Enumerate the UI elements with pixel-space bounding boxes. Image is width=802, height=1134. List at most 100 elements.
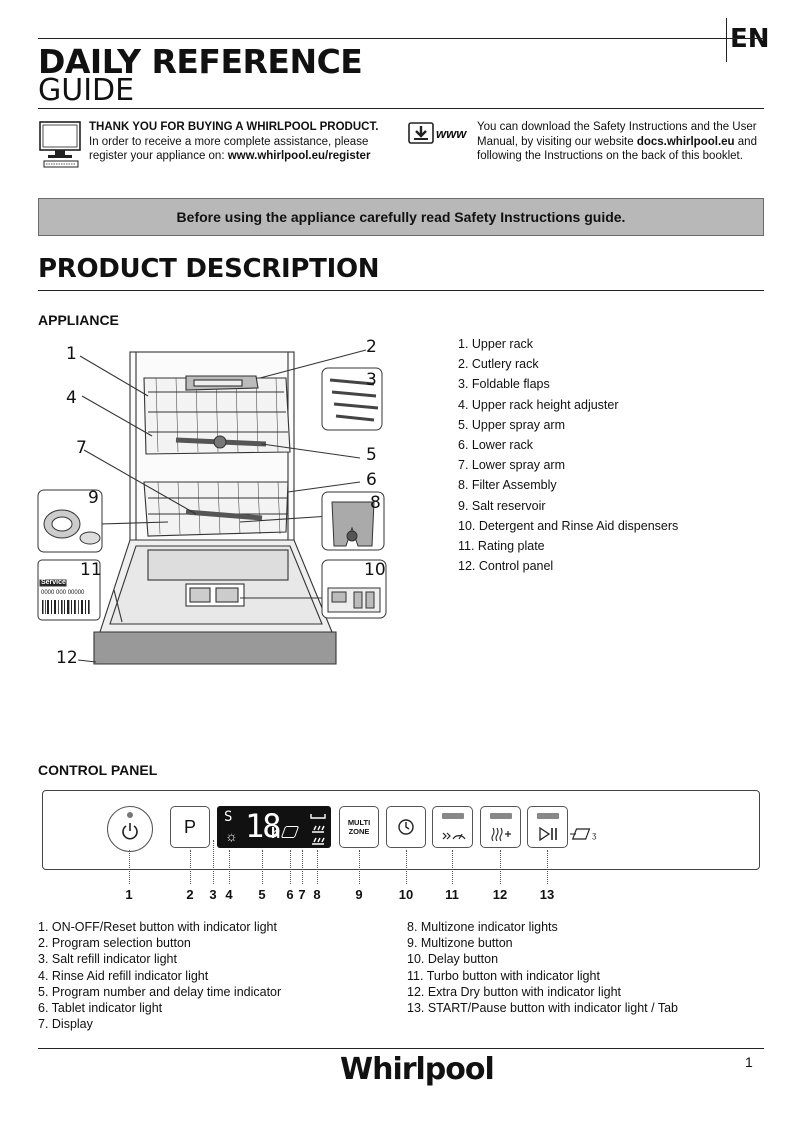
list-item: 13. START/Pause button with indicator li… [407,1000,678,1015]
multizone-label-1: MULTI [347,818,371,827]
panel-number-9: 9 [355,887,363,902]
list-item: 3. Foldable flaps [458,377,550,392]
leader-3 [213,840,214,884]
list-item: 7. Display [38,1017,93,1032]
list-item: 5. Program number and delay time indicat… [38,984,282,999]
page-number: 1 [745,1054,753,1070]
rating-plate-service: Service: [41,579,69,586]
leader-5 [262,850,263,884]
delay-button[interactable] [386,806,426,848]
program-digits: 18 [245,807,282,845]
language-label: EN [730,24,770,54]
list-item: 4. Upper rack height adjuster [458,397,619,412]
callout-12: 12 [56,648,78,668]
list-item: 10. Detergent and Rinse Aid dispensers [458,518,679,533]
appliance-heading: APPLIANCE [38,312,119,328]
control-list-left: 1. ON-OFF/Reset button with indicator li… [38,919,281,1032]
power-indicator-light [127,812,133,818]
panel-number-11: 11 [445,887,459,902]
play-pause-icon [539,827,557,841]
leader-4 [229,850,230,884]
leader-8 [317,850,318,884]
www-label: www [436,125,467,141]
leader-6 [290,850,291,884]
list-item: 12. Control panel [458,559,554,574]
list-item: 11. Turbo button with indicator light [407,968,600,983]
callout-11: 11 [80,560,102,580]
section-title: PRODUCT DESCRIPTION [38,254,380,284]
list-item: 9. Multizone button [407,936,513,951]
turbo-button[interactable] [432,806,473,848]
appliance-parts-list: 1. Upper rack 2. Cutlery rack 3. Foldabl… [458,334,678,576]
callout-1: 1 [66,344,77,364]
display: S ☼ 18 h [217,806,331,848]
callout-5: 5 [366,445,377,465]
leader-12 [500,850,501,884]
callout-10: 10 [364,560,386,580]
list-item: 8. Filter Assembly [458,478,557,493]
intro-left-line3: register your appliance on: www.whirlpoo… [89,149,399,164]
intro-right-line2: Manual, by visiting our website docs.whi… [477,135,767,150]
intro-right-line3: following the Instructions on the back o… [477,150,743,162]
program-button[interactable]: P [170,806,210,848]
extra-dry-icon [491,827,511,842]
intro-left-heading: THANK YOU FOR BUYING A WHIRLPOOL PRODUCT… [89,121,379,133]
list-item: 8. Multizone indicator lights [407,920,558,934]
list-item: 4. Rinse Aid refill indicator light [38,968,209,983]
start-pause-button[interactable] [527,806,568,848]
panel-number-7: 7 [298,887,306,902]
power-button[interactable] [107,806,153,852]
intro-right: You can download the Safety Instructions… [477,120,767,164]
register-link[interactable]: www.whirlpool.eu/register [227,150,371,162]
list-item: 12. Extra Dry button with indicator ligh… [407,984,621,999]
list-item: 6. Tablet indicator light [38,1000,163,1015]
list-item: 10. Delay button [407,952,499,967]
download-icon: www [408,122,466,144]
leader-13 [547,850,548,884]
panel-number-6: 6 [286,887,294,902]
title-line1: DAILY REFERENCE [38,42,363,81]
panel-number-10: 10 [398,887,414,902]
top-rule [38,38,726,39]
docs-link[interactable]: docs.whirlpool.eu [636,135,735,148]
list-item: 1. ON-OFF/Reset button with indicator li… [38,920,277,934]
turbo-indicator-light [441,813,464,819]
intro-right-line1: You can download the Safety Instructions… [477,121,757,133]
extra-dry-button[interactable] [480,806,521,848]
monitor-icon [38,120,84,175]
delay-icon [398,819,414,835]
list-item: 9. Salt reservoir [458,498,546,513]
extra-dry-indicator-light [489,813,512,819]
list-item: 7. Lower spray arm [458,458,565,473]
top-rule-right [726,38,764,39]
panel-number-8: 8 [313,887,321,902]
intro-right-line2-suffix: and [734,135,757,148]
intro-left-line2: In order to receive a more complete assi… [89,135,369,148]
multizone-button[interactable]: MULTI ZONE [339,806,379,848]
list-item: 3. Salt refill indicator light [38,952,177,967]
panel-number-12: 12 [492,887,508,902]
list-item: 5. Upper spray arm [458,417,565,432]
start-indicator-light [536,813,559,819]
svg-text:ʒ: ʒ [592,831,597,840]
leader-2 [190,850,191,884]
power-icon [122,823,138,840]
leader-7 [302,850,303,884]
panel-number-2: 2 [186,887,194,902]
rinse-aid-icon: ☼ [225,828,238,844]
list-item: 2. Program selection button [38,936,191,951]
turbo-icon [442,832,466,840]
callout-4: 4 [66,388,77,408]
callout-8: 8 [370,493,381,513]
callout-3: 3 [366,370,377,390]
leader-11 [452,850,453,884]
list-item: 11. Rating plate [458,538,545,553]
header-divider [726,18,727,62]
intro-left-line3-text: register your appliance on: [89,150,228,162]
control-panel-heading: CONTROL PANEL [38,762,158,778]
appliance-drawing [36,332,396,672]
tablet-icon [280,826,300,838]
intro-left: THANK YOU FOR BUYING A WHIRLPOOL PRODUCT… [89,120,399,164]
delay-unit: h [271,825,281,842]
list-item: 2. Cutlery rack [458,357,539,372]
